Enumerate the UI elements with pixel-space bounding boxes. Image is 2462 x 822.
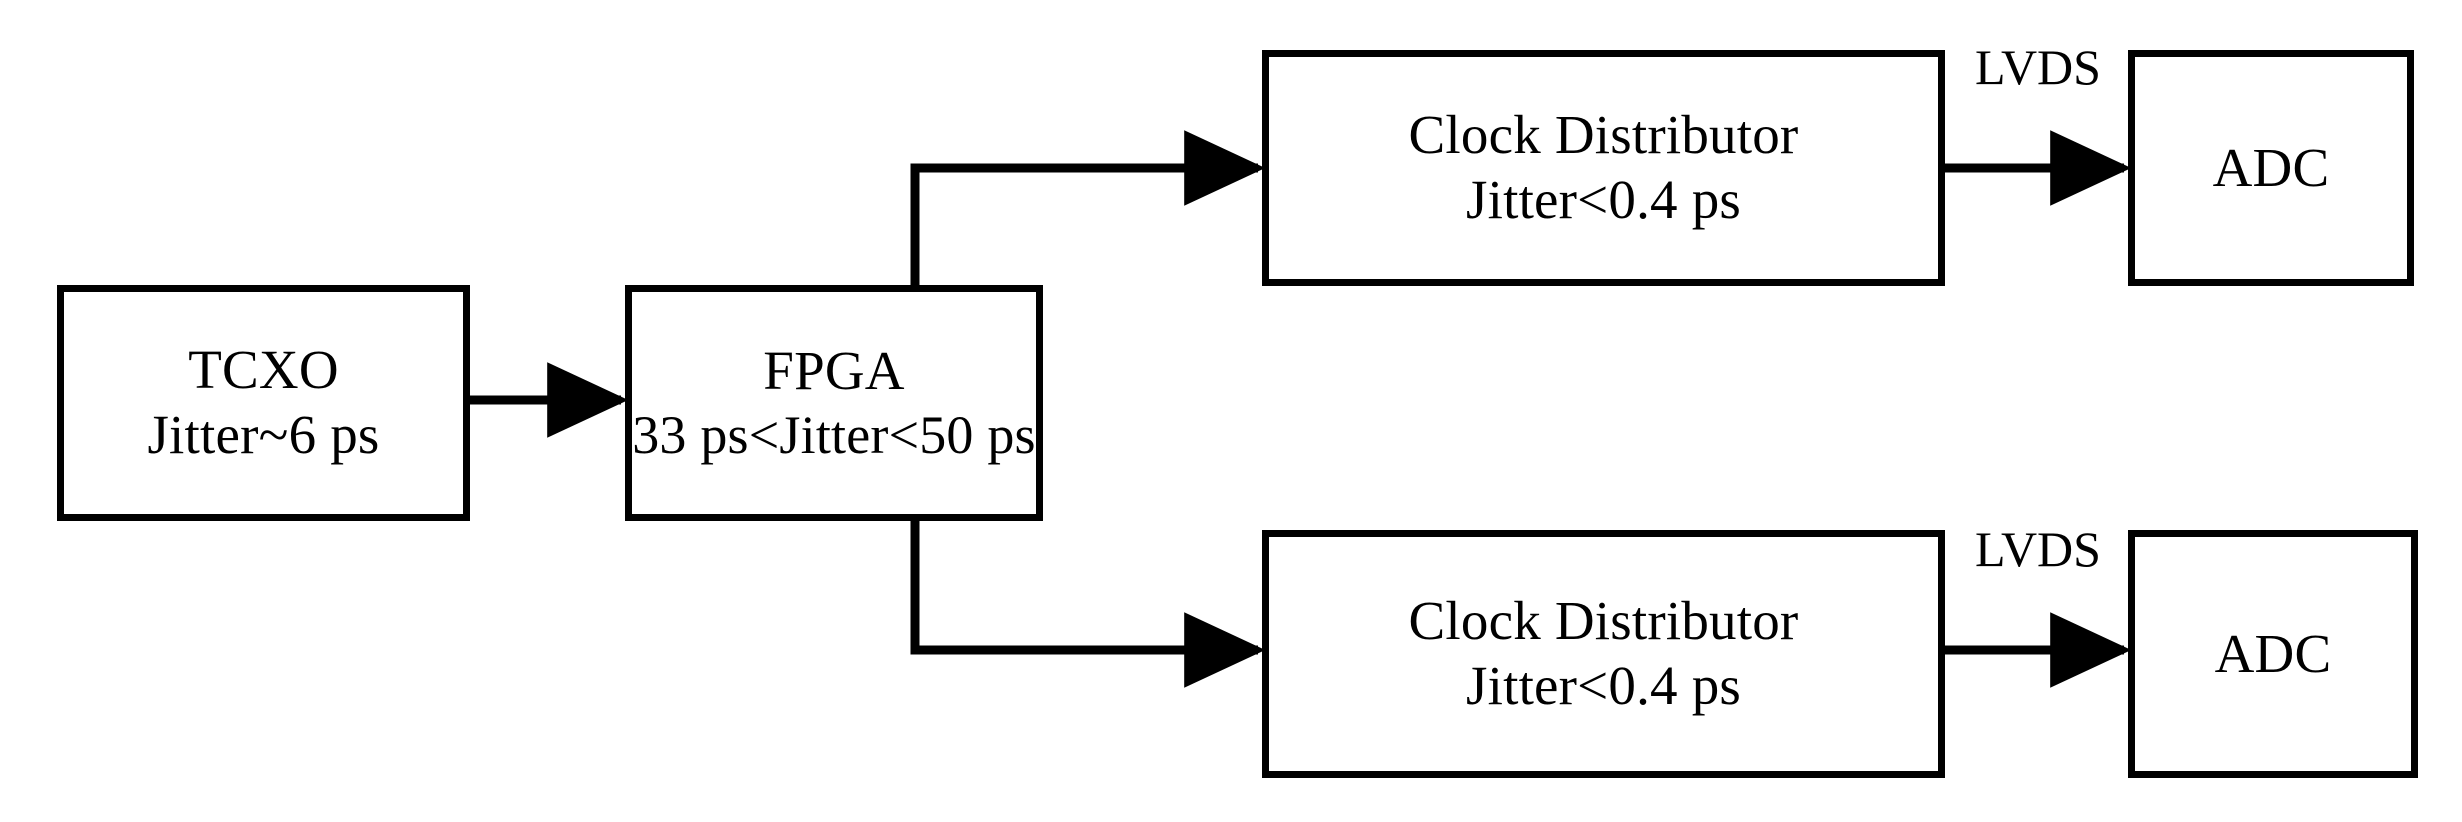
edge-fpga-to-clock-distributor-top bbox=[910, 130, 1266, 288]
node-fpga[interactable]: FPGA 33 ps<Jitter<50 ps bbox=[625, 285, 1043, 521]
node-adc-top[interactable]: ADC bbox=[2128, 50, 2414, 286]
node-clock-distributor-top[interactable]: Clock Distributor Jitter<0.4 ps bbox=[1262, 50, 1945, 286]
node-tcxo[interactable]: TCXO Jitter~6 ps bbox=[57, 285, 470, 521]
node-adc-bottom-line-1: ADC bbox=[2214, 622, 2332, 684]
node-tcxo-line-1: TCXO bbox=[188, 339, 339, 401]
node-adc-top-line-1: ADC bbox=[2212, 136, 2330, 198]
node-clock-distributor-top-line-2: Jitter<0.4 ps bbox=[1466, 169, 1741, 230]
node-clock-distributor-top-line-1: Clock Distributor bbox=[1408, 104, 1799, 166]
node-clock-distributor-bottom-line-1: Clock Distributor bbox=[1408, 590, 1799, 652]
node-fpga-line-2: 33 ps<Jitter<50 ps bbox=[632, 404, 1036, 465]
node-clock-distributor-bottom[interactable]: Clock Distributor Jitter<0.4 ps bbox=[1262, 530, 1945, 778]
edge-label-lvds-bottom: LVDS bbox=[1975, 521, 2101, 577]
node-clock-distributor-bottom-line-2: Jitter<0.4 ps bbox=[1466, 655, 1741, 716]
node-adc-bottom[interactable]: ADC bbox=[2128, 530, 2418, 778]
node-tcxo-line-2: Jitter~6 ps bbox=[147, 404, 380, 465]
edge-fpga-to-clock-distributor-bottom bbox=[910, 518, 1266, 688]
edge-label-lvds-top: LVDS bbox=[1975, 39, 2101, 95]
node-fpga-line-1: FPGA bbox=[763, 339, 905, 401]
